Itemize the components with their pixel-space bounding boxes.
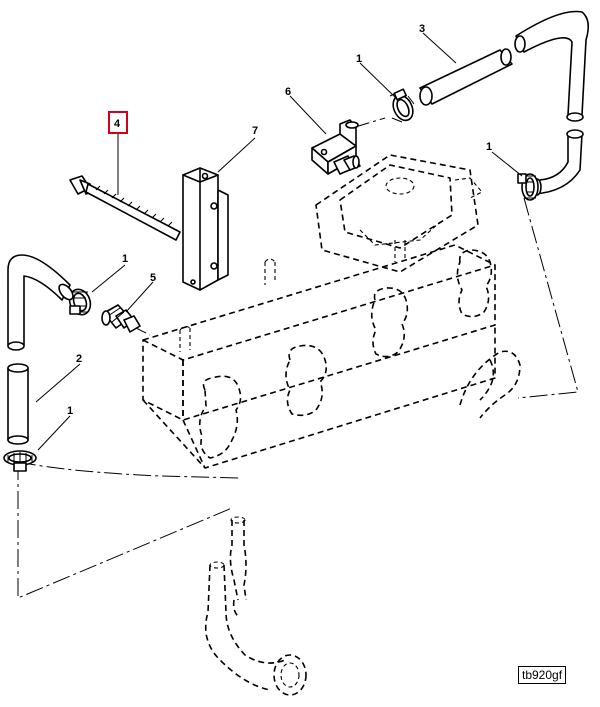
- callout-4-highlight-box: [108, 111, 128, 134]
- callout-4: 4: [114, 118, 121, 130]
- exhaust-manifold-phantom: [142, 154, 521, 469]
- part-5-fitting: [101, 304, 141, 333]
- part-1-hose-clamp-right: [517, 173, 539, 201]
- assembly-centerlines: [17, 117, 579, 599]
- part-1-hose-clamp-left: [68, 288, 92, 316]
- part-1-hose-clamp-top: [389, 88, 415, 123]
- part-2-left-hose: [7, 254, 74, 445]
- callout-1-right: 1: [486, 141, 492, 153]
- callout-2: 2: [76, 353, 82, 365]
- part-4-bolt: [69, 175, 181, 241]
- part-1-hose-clamp-bottom: [3, 450, 37, 472]
- callout-5: 5: [150, 272, 156, 284]
- part-7-bracket: [182, 167, 229, 291]
- callout-7: 7: [252, 125, 258, 137]
- callout-leader-lines: [35, 32, 523, 451]
- callout-6: 6: [285, 86, 291, 98]
- callout-labels: 1 3 6 7 4 1 1 5 2 1: [67, 23, 492, 417]
- lower-coolant-tube-phantom: [204, 516, 307, 696]
- callout-1-left: 1: [122, 253, 128, 265]
- part-3-upper-pipe: [419, 10, 590, 196]
- figure-reference-code: tb920gf: [518, 666, 567, 684]
- callout-1-top: 1: [356, 53, 362, 65]
- callout-3: 3: [419, 23, 425, 35]
- callout-1-bottom: 1: [67, 405, 73, 417]
- part-6-tee-fitting: [311, 119, 361, 175]
